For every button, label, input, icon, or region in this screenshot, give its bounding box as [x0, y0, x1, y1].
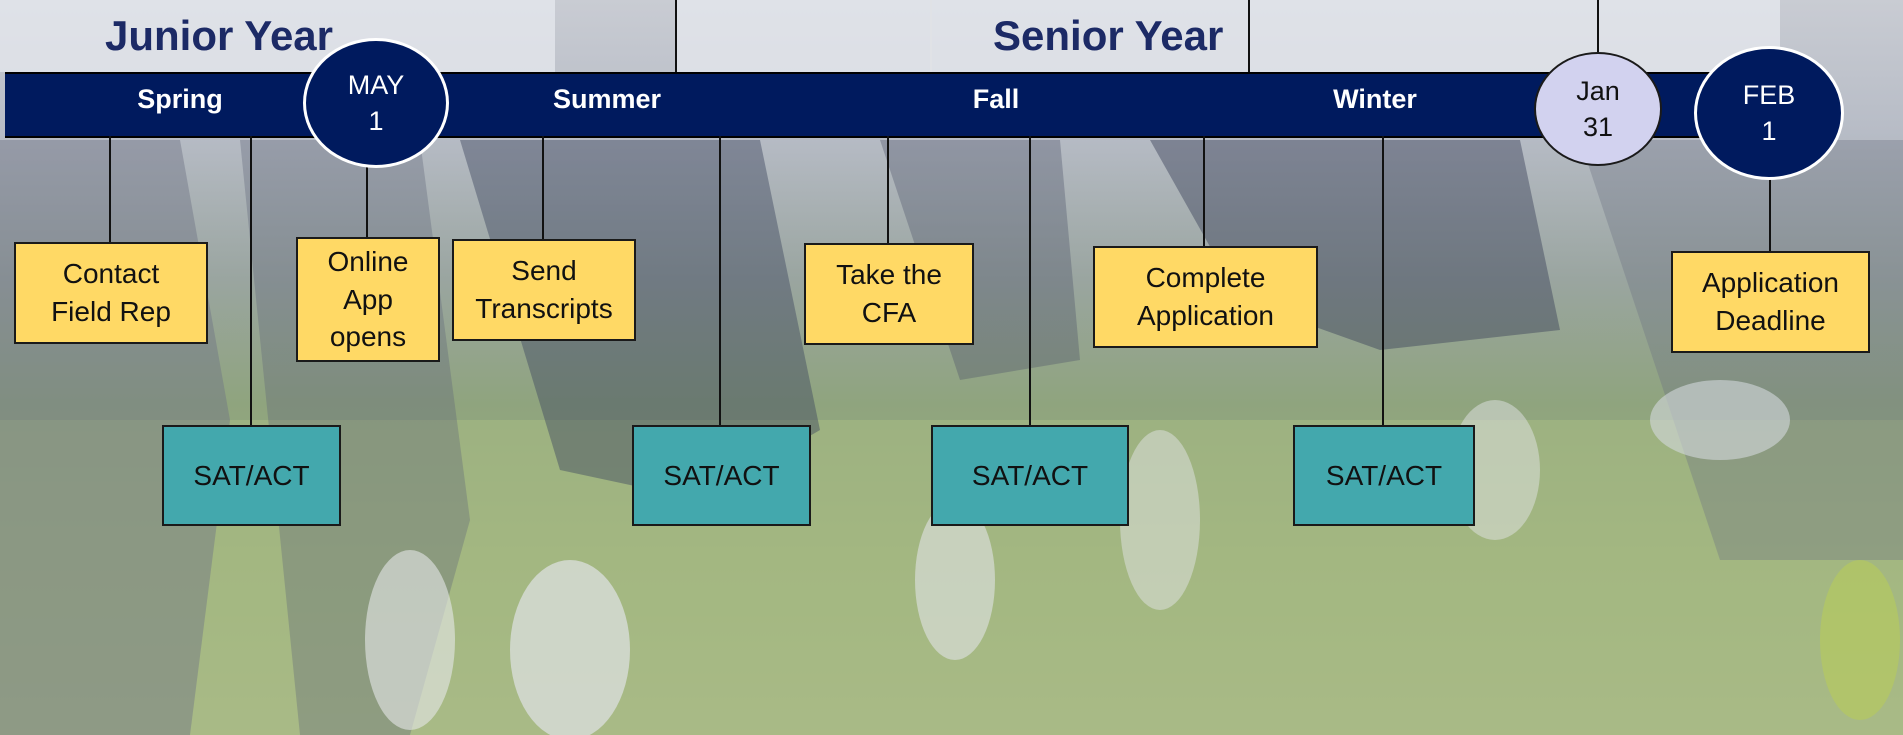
connector-sat-4	[1382, 136, 1384, 426]
connector-sat-1	[250, 136, 252, 426]
task-application-deadline: Application Deadline	[1671, 251, 1870, 353]
junior-year-title: Junior Year	[105, 12, 334, 59]
task-send-transcripts: Send Transcripts	[452, 239, 636, 341]
connector-sat-2	[719, 136, 721, 426]
connector-transcripts	[542, 136, 544, 240]
connector-sat-3	[1029, 136, 1031, 426]
test-sat-act-2: SAT/ACT	[632, 425, 811, 526]
season-spring: Spring	[137, 84, 223, 114]
test-sat-act-1: SAT/ACT	[162, 425, 341, 526]
task-online-app-opens: Online App opens	[296, 237, 440, 362]
connector-deadline	[1769, 178, 1771, 252]
season-fall: Fall	[972, 84, 1020, 114]
connector-contact	[109, 136, 111, 242]
season-summer: Summer	[552, 84, 662, 114]
date-jan-31-circle: Jan 31	[1534, 52, 1662, 166]
season-winter: Winter	[1333, 84, 1417, 114]
season-bar	[5, 72, 1775, 138]
year-divider-line-2	[930, 0, 932, 72]
test-sat-act-4: SAT/ACT	[1293, 425, 1475, 526]
task-take-the-cfa: Take the CFA	[804, 243, 974, 345]
jan-connector-top	[1597, 0, 1599, 52]
task-complete-application: Complete Application	[1093, 246, 1318, 348]
test-sat-act-3: SAT/ACT	[931, 425, 1129, 526]
connector-online-app	[366, 166, 368, 238]
senior-top-divider	[1248, 0, 1250, 96]
task-contact-field-rep: Contact Field Rep	[14, 242, 208, 344]
year-divider-line	[675, 0, 677, 72]
date-may-1-circle: MAY 1	[303, 38, 449, 168]
senior-year-title: Senior Year	[993, 12, 1224, 59]
junior-year-band	[0, 0, 555, 72]
date-feb-1-circle: FEB 1	[1694, 46, 1844, 180]
connector-cfa	[887, 136, 889, 244]
connector-complete-app	[1203, 136, 1205, 248]
